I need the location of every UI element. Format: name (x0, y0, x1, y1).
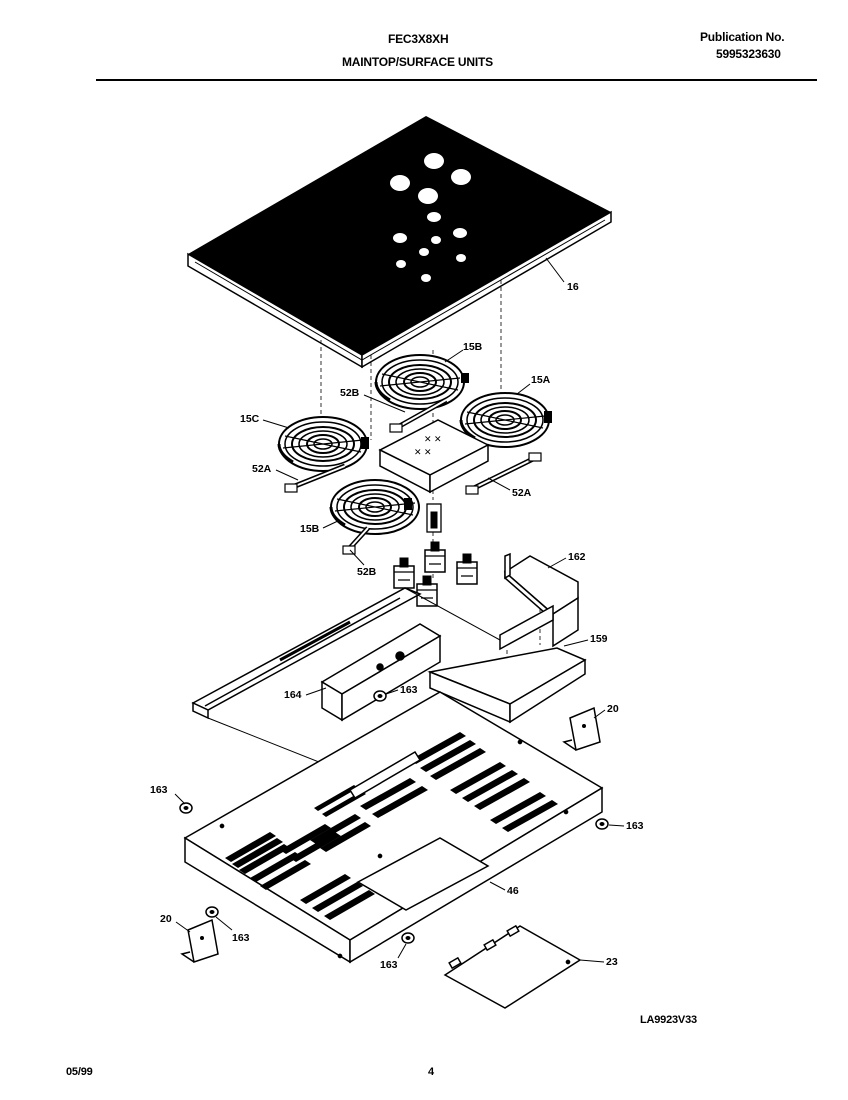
label-15A: 15A (531, 374, 551, 386)
clip-20-right (563, 707, 601, 751)
label-163-b: 163 (150, 784, 168, 796)
bumper-163-e (401, 932, 415, 944)
label-164: 164 (284, 689, 302, 701)
bumper-163-c (595, 818, 609, 830)
label-16: 16 (567, 281, 579, 293)
junction-box: ✕ ✕ ✕ ✕ (378, 419, 490, 494)
label-52A-right: 52A (512, 487, 532, 499)
footer-date: 05/99 (66, 1066, 93, 1078)
label-163-a: 163 (400, 684, 418, 696)
label-15C: 15C (240, 413, 260, 425)
lead-wires (284, 397, 542, 555)
label-159: 159 (590, 633, 608, 645)
bumper-163-a (373, 690, 387, 702)
page-number: 4 (428, 1066, 434, 1078)
bracket-162 (503, 552, 579, 648)
label-52B-bottom: 52B (357, 566, 377, 578)
drawing-id: LA9923V33 (640, 1014, 697, 1026)
clip-20-left (181, 919, 219, 963)
publication-label: Publication No. (700, 30, 785, 44)
label-20-left: 20 (160, 913, 172, 925)
bracket-159 (427, 604, 587, 724)
publication-number: 5995323630 (716, 47, 781, 61)
svg-text:✕ ✕: ✕ ✕ (424, 434, 442, 444)
model-number: FEC3X8XH (388, 32, 449, 46)
label-20-right: 20 (607, 703, 619, 715)
label-23: 23 (606, 956, 618, 968)
svg-text:✕ ✕: ✕ ✕ (414, 447, 432, 457)
burner-box-46 (183, 691, 604, 964)
label-46: 46 (507, 885, 519, 897)
bracket-164 (320, 623, 442, 722)
label-52A-left: 52A (252, 463, 272, 475)
label-15B-front: 15B (300, 523, 320, 535)
surface-element-15C (277, 415, 369, 473)
glass-cooktop (187, 116, 612, 369)
bumper-163-b (179, 802, 193, 814)
label-163-d: 163 (232, 932, 250, 944)
label-163-e: 163 (380, 959, 398, 971)
label-15B-rear: 15B (463, 341, 483, 353)
section-title: MAINTOP/SURFACE UNITS (342, 55, 493, 69)
label-163-c: 163 (626, 820, 644, 832)
header-rule (96, 79, 817, 81)
cover-plate-23 (443, 924, 582, 1009)
surface-element-15B-rear (374, 353, 466, 411)
label-162: 162 (568, 551, 586, 563)
label-52B-top: 52B (340, 387, 360, 399)
control-switches (393, 503, 478, 607)
bumper-163-d (205, 906, 219, 918)
